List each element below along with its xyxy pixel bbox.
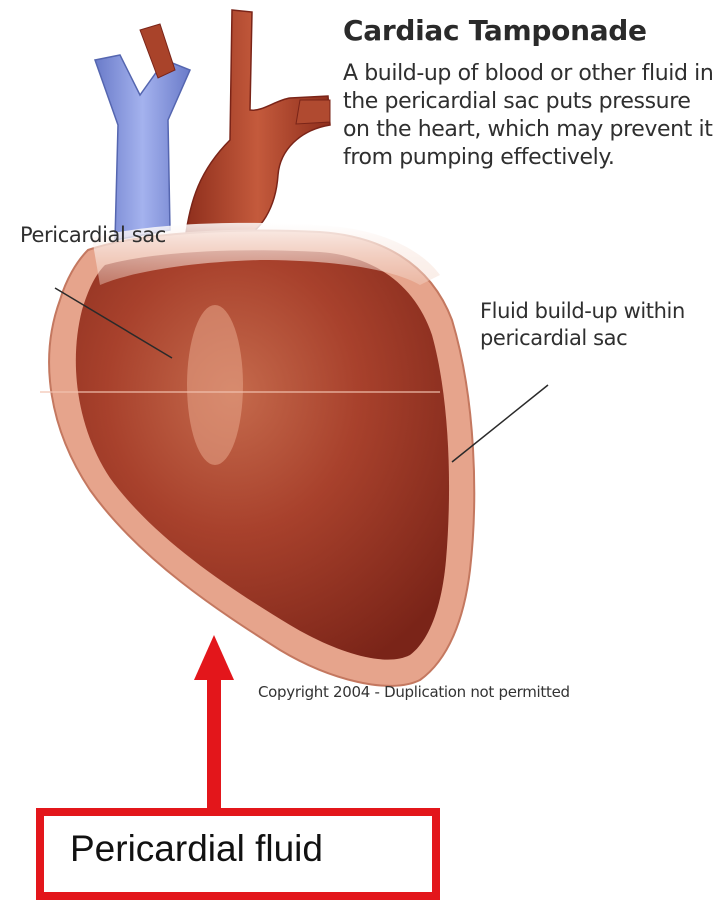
callout-box: Pericardial fluid [36,808,440,900]
copyright-notice: Copyright 2004 - Duplication not permitt… [258,683,570,701]
label-pericardial-sac: Pericardial sac [20,222,170,249]
label-fluid-buildup: Fluid build-up within pericardial sac [480,298,712,352]
diagram-title: Cardiac Tamponade [343,14,647,47]
heart-body [76,250,449,659]
heart-highlight [187,305,243,465]
callout-label: Pericardial fluid [70,828,323,870]
brachiocephalic-vessel [140,24,175,78]
superior-vena-cava [95,55,190,240]
red-arrow [194,635,234,812]
diagram-description: A build-up of blood or other fluid in th… [343,60,718,172]
aorta [185,10,330,240]
